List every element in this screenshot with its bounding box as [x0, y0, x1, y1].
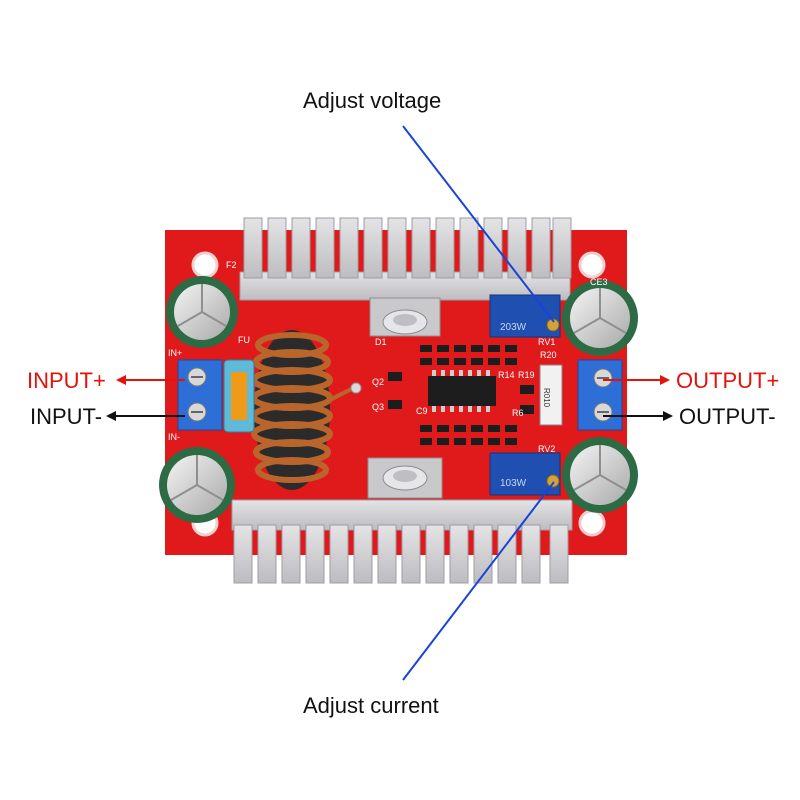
adjust-current-label: Adjust current: [303, 693, 439, 718]
output-plus-label: OUTPUT+: [676, 368, 780, 393]
silkscreen-markings: F2 CE3 D1 RV1 R20 R14 R19 R6 Q2 Q3 C9 RV…: [168, 260, 608, 454]
mounting-hole: [191, 251, 219, 279]
marking-d1: D1: [375, 337, 387, 347]
mosfet-top: [369, 297, 441, 337]
input-minus-label: INPUT-: [30, 404, 103, 429]
mosfet-bottom: [367, 457, 443, 499]
marking-rv1: RV1: [538, 337, 555, 347]
fuse-icon: [223, 359, 255, 433]
marking-r6: R6: [512, 408, 524, 418]
marking-fu: FU: [238, 335, 250, 345]
marking-f2: F2: [226, 260, 237, 270]
marking-c9: C9: [416, 406, 428, 416]
capacitor-icon: [562, 437, 638, 513]
current-leader-line: [402, 481, 555, 681]
output-terminal-block: [577, 359, 623, 431]
marking-in-minus: IN-: [168, 432, 180, 442]
marking-rv2: RV2: [538, 444, 555, 454]
capacitor-icon: [166, 276, 238, 348]
smd-components: [388, 345, 534, 445]
marking-q3: Q3: [372, 402, 384, 412]
marking-q2: Q2: [372, 377, 384, 387]
output-minus-label: OUTPUT-: [679, 404, 776, 429]
capacitor-icon: [159, 447, 235, 523]
marking-r14: R14: [498, 370, 515, 380]
ic-chip-icon: [428, 370, 496, 412]
marking-r20: R20: [540, 350, 557, 360]
marking-r19: R19: [518, 370, 535, 380]
input-terminal-block: [177, 359, 223, 431]
input-plus-label: INPUT+: [27, 368, 106, 393]
heatsink-icon: [239, 217, 572, 301]
potentiometer-icon: 103W: [489, 452, 561, 496]
mounting-hole: [578, 251, 606, 279]
mounting-hole: [578, 509, 606, 537]
adjust-voltage-label: Adjust voltage: [303, 88, 442, 113]
capacitor-icon: [562, 280, 638, 356]
pot-top-label: 203W: [500, 322, 527, 333]
shunt-resistor: R010: [539, 364, 563, 426]
voltage-leader-line: [402, 125, 555, 323]
marking-in-plus: IN+: [168, 348, 182, 358]
pot-bottom-label: 103W: [500, 478, 527, 489]
marking-ce3: CE3: [590, 277, 608, 287]
heatsink-icon: [231, 499, 573, 584]
shunt-resistor-label: R010: [542, 388, 551, 408]
